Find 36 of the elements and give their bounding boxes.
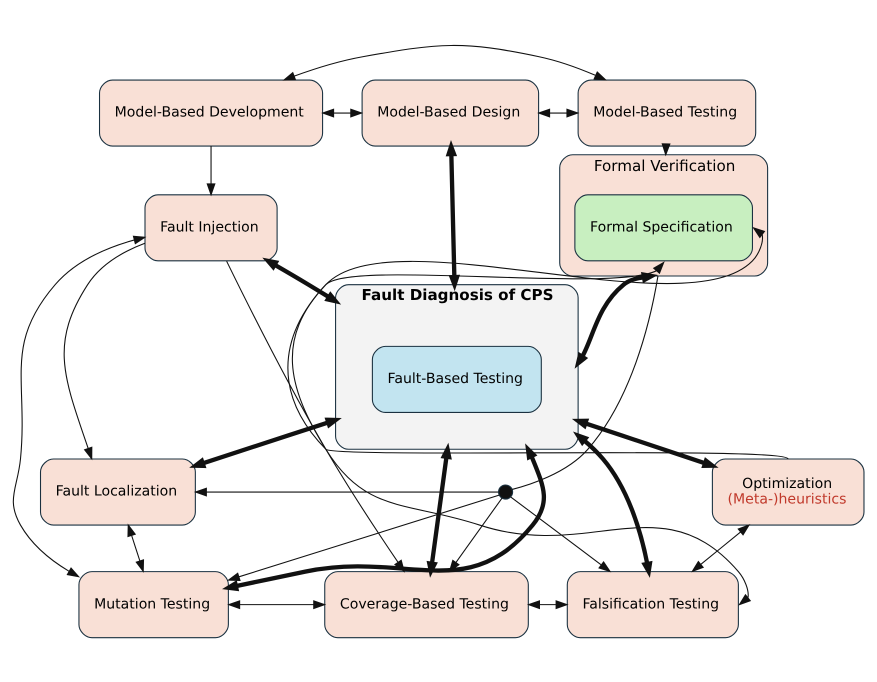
arrow bbox=[426, 442, 452, 578]
node-box: Falsification Testing bbox=[566, 570, 739, 638]
node-box: Model-Based Design bbox=[362, 78, 540, 146]
arrow bbox=[222, 442, 546, 591]
node-box: Optimization (Meta-)heuristics bbox=[712, 458, 865, 526]
arrow bbox=[227, 600, 326, 609]
connector bbox=[512, 275, 658, 490]
arrow bbox=[537, 108, 580, 118]
node-box: Coverage-Based Testing bbox=[324, 570, 529, 638]
node-box: Fault Injection bbox=[144, 194, 278, 261]
arrow bbox=[194, 486, 498, 496]
arrow bbox=[189, 417, 342, 468]
node-box: Fault-Based Testing bbox=[372, 345, 542, 412]
arrow bbox=[282, 44, 608, 80]
arrow bbox=[574, 271, 658, 368]
arrow bbox=[446, 139, 460, 291]
arrow bbox=[573, 430, 652, 578]
arrow bbox=[226, 494, 500, 581]
arrow bbox=[206, 146, 216, 196]
arrow bbox=[64, 242, 146, 460]
arrow bbox=[510, 496, 612, 572]
node-circle bbox=[498, 484, 514, 500]
arrow bbox=[691, 524, 750, 572]
arrow bbox=[321, 108, 364, 118]
arrow bbox=[12, 235, 146, 577]
node-box: Formal Specification bbox=[574, 194, 753, 261]
arrow bbox=[127, 523, 144, 572]
arrow bbox=[288, 260, 788, 460]
node-box: Model-Based Development bbox=[98, 78, 324, 146]
arrow bbox=[526, 600, 569, 609]
node-box: Fault Localization bbox=[40, 458, 196, 526]
arrow bbox=[662, 142, 671, 156]
node-box: Mutation Testing bbox=[78, 570, 229, 638]
arrow bbox=[262, 257, 342, 304]
arrow bbox=[572, 418, 719, 468]
arrow bbox=[292, 226, 766, 606]
